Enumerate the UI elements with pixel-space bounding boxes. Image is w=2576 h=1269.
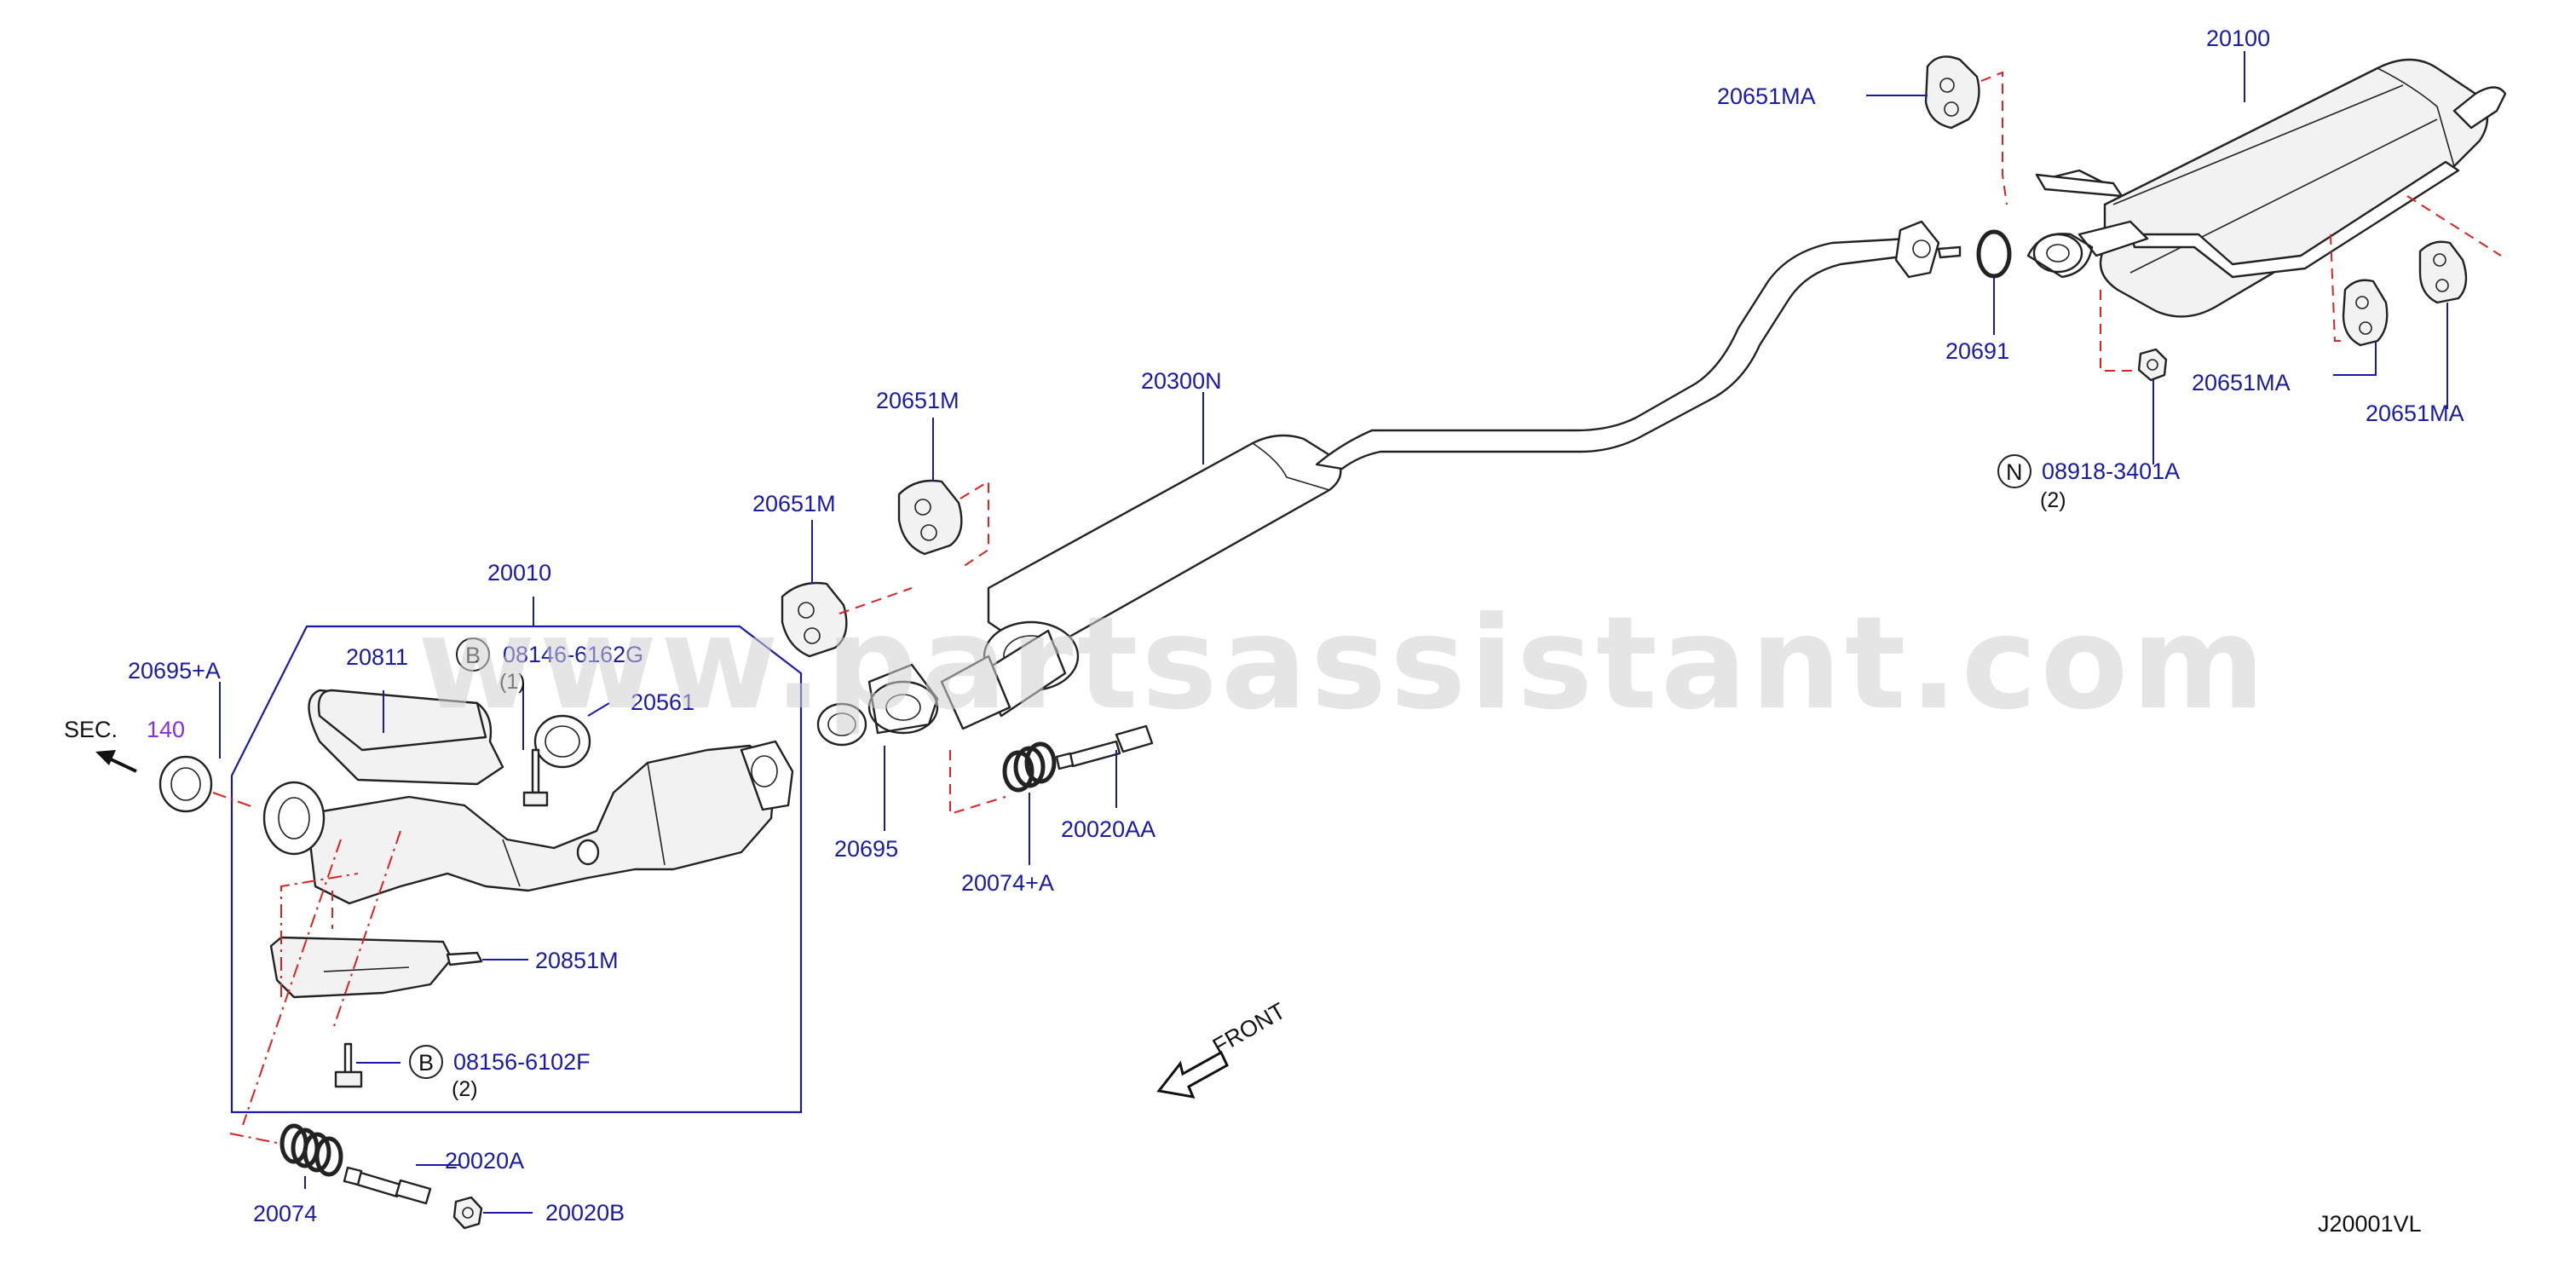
label-20020A: 20020A (445, 1148, 524, 1174)
bolt-08146[interactable] (522, 748, 549, 807)
label-20811: 20811 (346, 644, 408, 670)
nut-circle-n-icon: N (1997, 454, 2031, 488)
label-20691: 20691 (1945, 338, 2009, 364)
label-20651M-top: 20651M (876, 388, 960, 413)
bolt-circle-b-icon-2: B (409, 1045, 443, 1079)
label-20695: 20695 (834, 836, 898, 862)
label-20695A: 20695+A (128, 658, 221, 684)
label-08146-6162G: 08146-6162G (503, 642, 643, 667)
leader-lines (219, 51, 2448, 1214)
label-20074: 20074 (253, 1201, 317, 1226)
sec-label: SEC. (64, 717, 118, 742)
mount-rubber-20651MA-mid[interactable] (2342, 279, 2389, 347)
watermark: www.partsassistant.com (418, 590, 2268, 738)
nut-20020B[interactable] (452, 1196, 483, 1230)
label-20010: 20010 (487, 560, 551, 585)
bolt-circle-b-icon: B (456, 637, 490, 672)
spring-20074[interactable] (279, 1123, 343, 1177)
qty-08918: (2) (2040, 488, 2066, 512)
label-20651M-low: 20651M (752, 491, 836, 516)
label-20100: 20100 (2206, 26, 2270, 51)
nut-08918[interactable] (2137, 348, 2168, 382)
catalyst-group-box (230, 625, 803, 1114)
gasket-20695A[interactable] (158, 755, 213, 813)
front-label: FRONT (1208, 998, 1290, 1059)
label-20651MA-right: 20651MA (2366, 401, 2464, 426)
label-20020B: 20020B (545, 1200, 625, 1226)
clamp-20561[interactable] (533, 714, 591, 769)
mount-rubber-20651M-top[interactable] (897, 479, 963, 556)
seal-ring-20691[interactable] (1976, 229, 2012, 279)
label-20020AA: 20020AA (1061, 816, 1155, 842)
label-20074A: 20074+A (961, 870, 1054, 896)
label-20561: 20561 (631, 689, 694, 715)
label-20651MA-mid: 20651MA (2192, 370, 2291, 395)
bolt-20020A[interactable] (343, 1166, 432, 1205)
bolt-20020AA[interactable] (1055, 724, 1154, 770)
label-20300N: 20300N (1141, 368, 1222, 394)
center-pipe-20300N[interactable] (867, 220, 1962, 735)
label-20851M: 20851M (535, 948, 619, 973)
section-arrow-icon (95, 750, 137, 773)
heat-shield-20811[interactable] (317, 689, 487, 752)
sec-number-link[interactable]: 140 (147, 717, 185, 742)
spring-20074A[interactable] (1002, 741, 1057, 793)
main-muffler-20100[interactable] (2026, 58, 2507, 318)
label-08156-6102F: 08156-6102F (453, 1049, 591, 1075)
guide-lines (212, 71, 2502, 1145)
mount-rubber-20651MA-right[interactable] (2418, 240, 2468, 304)
b-prefix-08156: B (418, 1050, 434, 1076)
n-prefix: N (2006, 459, 2023, 485)
bolt-08156[interactable] (334, 1042, 363, 1088)
b-prefix-08146: B (465, 643, 481, 668)
qty-08146: (1) (499, 670, 526, 694)
heat-shield-20851M[interactable] (269, 936, 483, 999)
label-20651MA-top: 20651MA (1717, 84, 1816, 109)
label-08918-3401A: 08918-3401A (2042, 459, 2180, 484)
qty-08156: (2) (452, 1077, 478, 1101)
gasket-20695[interactable] (816, 702, 867, 747)
diagram-code: J20001VL (2318, 1211, 2422, 1237)
mount-rubber-20651MA-top[interactable] (1924, 55, 1980, 130)
mount-rubber-20651M-low[interactable] (781, 581, 848, 658)
front-arrow-icon (1156, 1050, 1229, 1099)
